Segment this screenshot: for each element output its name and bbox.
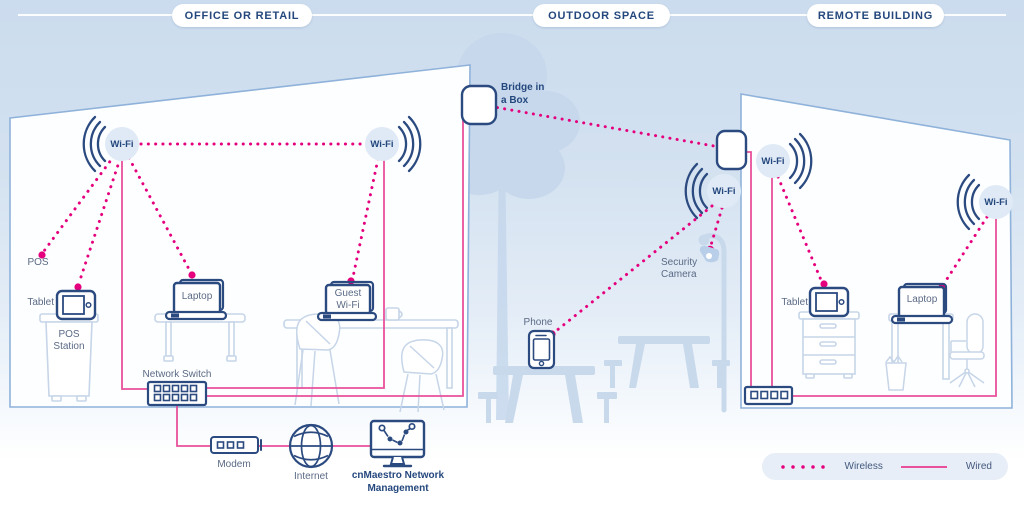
phone-icon	[527, 329, 556, 370]
bridge-in-a-box-label: Bridge in a Box	[501, 82, 545, 106]
chair-left	[294, 313, 341, 407]
pos-station-podium	[39, 313, 99, 402]
modem-label: Modem	[217, 459, 251, 470]
pos-label: POS	[27, 257, 49, 268]
pos-station-label: POS Station	[53, 329, 85, 352]
section-header-outdoor: OUTDOOR SPACE	[533, 4, 670, 27]
wifi1-waves-icon	[82, 115, 107, 173]
wired-solid-line-icon	[901, 465, 948, 468]
internet-label: Internet	[294, 471, 328, 482]
wire-wifi1-to-switch	[121, 158, 149, 390]
wifi2-waves-icon	[397, 115, 422, 173]
tablet-icon-remote	[808, 286, 850, 318]
wire-bridge-to-switch	[206, 96, 464, 397]
picnic-table-silhouette-2	[604, 336, 730, 388]
bridge-receiver-icon	[715, 129, 748, 171]
cnmaestro-monitor-icon	[369, 419, 426, 468]
guest-wifi-label: Guest Wi-Fi	[334, 288, 362, 311]
internet-globe-icon	[288, 423, 334, 469]
remote-building	[740, 93, 1013, 409]
laptop-icon-guest	[316, 280, 378, 322]
office-chair	[949, 313, 985, 388]
cnmaestro-label: cnMaestro Network Management	[351, 470, 445, 494]
wireless-wifi1-laptop	[127, 156, 192, 273]
wireless-wifi-camera	[709, 206, 724, 247]
legend-wired-label: Wired	[965, 461, 992, 472]
section-header-office: OFFICE OR RETAIL	[172, 4, 312, 27]
trash-bin	[885, 354, 907, 391]
section-header-remote: REMOTE BUILDING	[807, 4, 944, 27]
network-switch-icon	[146, 380, 208, 407]
wireless-wifi1-tablet	[77, 157, 122, 285]
modem-icon	[210, 436, 262, 454]
bridge-in-a-box-icon	[460, 84, 498, 126]
security-camera-label: Security Camera	[661, 257, 698, 280]
remote-switch-icon	[743, 385, 794, 406]
legend-wireless-label: Wireless	[844, 461, 883, 472]
laptop-icon-remote	[890, 282, 954, 325]
wireless-connections	[42, 103, 989, 333]
tablet-icon-office	[55, 289, 97, 321]
wifi-ap-office-right: Wi-Fi	[365, 127, 399, 161]
tablet-label-remote: Tablet	[781, 297, 808, 308]
wired-connections	[121, 96, 997, 447]
lamp-post	[698, 233, 727, 413]
wireless-wifi-phone	[554, 204, 714, 333]
chair-right	[399, 339, 445, 413]
header-ribbon-line	[18, 14, 1006, 16]
phone-label: Phone	[523, 317, 553, 328]
wifi-wave-arcs	[82, 115, 981, 231]
outdoor-wifi-waves-icon	[684, 162, 709, 220]
wire-wifi2-to-switch	[206, 158, 385, 389]
tablet-label-office: Tablet	[27, 297, 54, 308]
network-switch-label: Network Switch	[142, 369, 212, 380]
wifi4-waves-icon	[956, 173, 981, 231]
legend: Wireless Wired	[762, 453, 1008, 480]
laptop-label-office: Laptop	[181, 291, 213, 302]
wifi-ap-office-left: Wi-Fi	[105, 127, 139, 161]
wifi-ap-outdoor: Wi-Fi	[707, 174, 741, 208]
laptop-icon-office	[164, 278, 228, 321]
wifi-ap-remote-right: Wi-Fi	[979, 185, 1013, 219]
wireless-bridge1-bridge2	[481, 103, 716, 148]
security-camera-icon	[699, 245, 720, 263]
wireless-dotted-line-icon	[778, 464, 826, 469]
wire-wifi4-to-switch2	[791, 216, 997, 397]
drawer-cabinet	[798, 311, 860, 379]
wire-switch-to-modem	[176, 405, 212, 447]
wireless-wifi1-pos	[42, 154, 116, 253]
picnic-table-silhouette	[478, 366, 617, 423]
laptop-label-remote: Laptop	[906, 294, 938, 305]
wifi3-waves-icon	[788, 132, 813, 190]
wireless-wifi4-laptop	[943, 215, 989, 284]
wifi-ap-remote-left: Wi-Fi	[756, 144, 790, 178]
